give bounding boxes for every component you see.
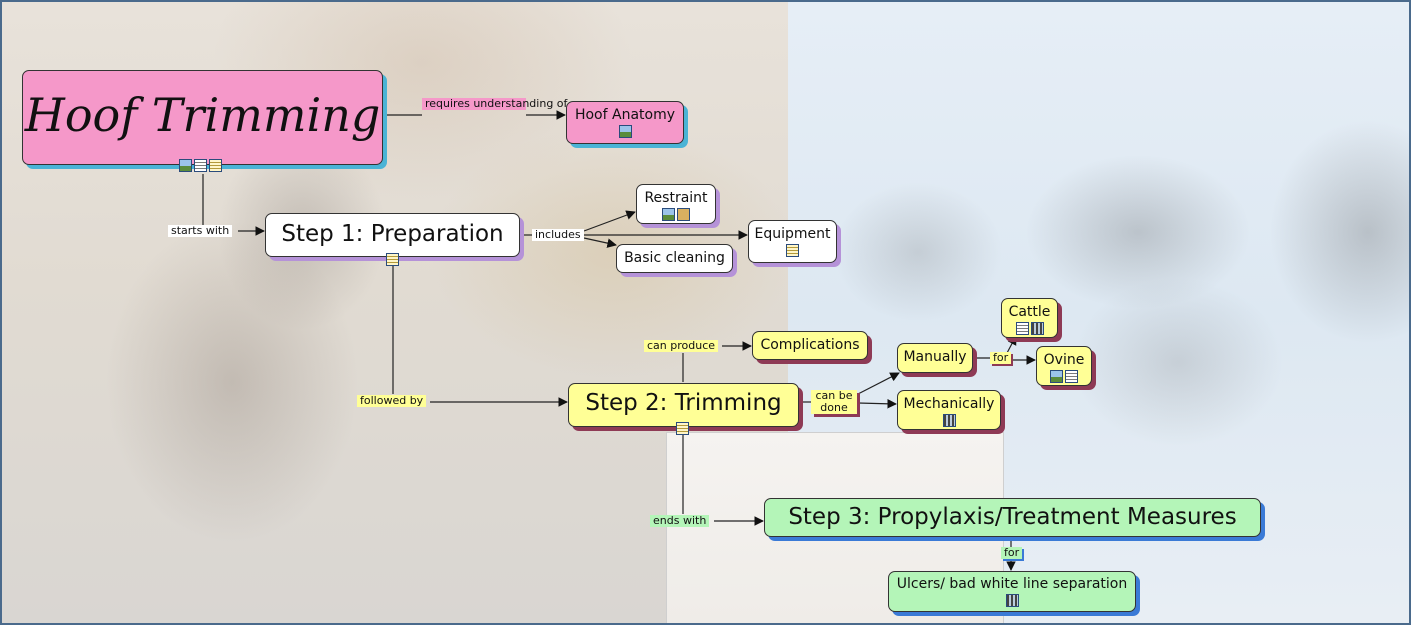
link-label-can-be-done: can be done [811,390,857,414]
concept-label: Hoof Trimming [24,88,381,142]
concept-label: Step 1: Preparation [281,221,504,247]
link-arrow [857,398,897,409]
concept-step1-preparation[interactable]: Step 1: Preparation [265,213,520,257]
link-label-includes: includes [532,229,584,241]
link-label-followed-by: followed by [357,395,427,407]
concept-step3-prophylaxis[interactable]: Step 3: Propylaxis/Treatment Measures [764,498,1261,537]
concept-label: Equipment [754,226,831,242]
link-label-starts-with: starts with [168,225,233,237]
image-icon[interactable] [179,159,192,172]
link-line [168,174,204,232]
document-icon[interactable] [1015,322,1029,335]
image-icon[interactable] [1050,370,1063,383]
link-arrow [583,237,617,248]
document-icon[interactable] [194,159,207,172]
concept-hoof-trimming[interactable]: Hoof Trimming [22,70,383,165]
link-label-can-produce: can produce [644,340,719,352]
concept-label: Cattle [1008,304,1051,320]
concept-step2-trimming[interactable]: Step 2: Trimming [568,383,799,427]
concept-label: Step 3: Propylaxis/Treatment Measures [788,504,1237,530]
concept-mechanically[interactable]: Mechanically [897,390,1001,430]
link-arrow [1006,335,1017,354]
image-icon[interactable] [618,125,632,138]
concept-basic-cleaning[interactable]: Basic cleaning [616,244,733,273]
video-icon[interactable] [1030,322,1044,335]
concept-label: Complications [760,337,860,353]
concept-label: Mechanically [903,396,995,412]
link-arrow [857,372,900,395]
concept-restraint[interactable]: Restraint [636,184,716,224]
image-icon[interactable] [662,208,675,221]
document-icon[interactable] [1065,370,1078,383]
link-label-for-manual: for [990,352,1012,364]
concept-resources [179,159,222,172]
concept-equipment[interactable]: Equipment [748,220,837,263]
concept-resources [386,253,399,266]
note-icon[interactable] [386,253,399,266]
concept-complications[interactable]: Complications [752,331,868,360]
concept-resources [676,422,689,435]
concept-label: Ulcers/ bad white line separation [896,576,1128,592]
video-icon[interactable] [1005,594,1019,607]
video-icon[interactable] [677,208,690,221]
note-icon[interactable] [676,422,689,435]
concept-label: Ovine [1043,352,1085,368]
link-label-ends-with: ends with [650,515,710,527]
link-arrow [583,210,636,232]
video-icon[interactable] [942,414,956,427]
concept-label: Basic cleaning [624,250,725,266]
concept-ulcers[interactable]: Ulcers/ bad white line separation [888,571,1136,612]
concept-manually[interactable]: Manually [897,343,973,373]
concept-cattle[interactable]: Cattle [1001,298,1058,338]
concept-ovine[interactable]: Ovine [1036,346,1092,386]
concept-label: Hoof Anatomy [574,107,676,123]
note-icon[interactable] [209,159,222,172]
concept-hoof-anatomy[interactable]: Hoof Anatomy [566,101,684,144]
concept-label: Manually [903,349,967,365]
link-label-requires: requires understanding of [422,98,567,110]
note-icon[interactable] [786,244,799,257]
link-label-for-step3: for [1001,547,1023,559]
concept-label: Step 2: Trimming [585,390,782,416]
concept-label: Restraint [644,190,708,206]
